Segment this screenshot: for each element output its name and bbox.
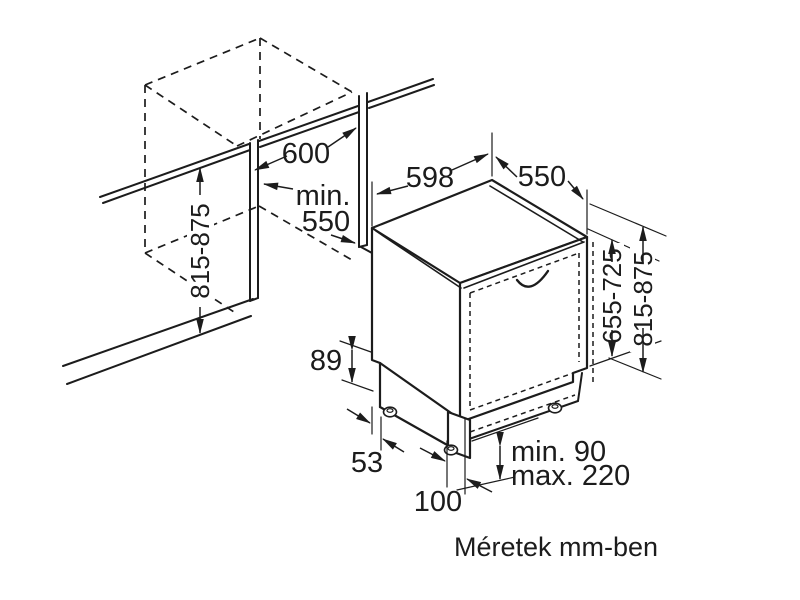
worktop [99, 78, 435, 204]
dim-label-niche-depth-min: min. [296, 180, 351, 212]
dim-label-door-panel-height: 655-725 [597, 248, 627, 343]
dim-label-appliance-depth: 550 [518, 161, 566, 193]
dim-label-niche-height: 815-875 [185, 203, 215, 298]
dim-label-plinth-max: max. 220 [511, 460, 630, 492]
floor-lines [62, 298, 254, 385]
dim-label-appliance-width: 598 [406, 162, 454, 194]
door-panel-dashed-outline [469, 252, 580, 411]
dishwasher-body [370, 178, 594, 460]
dim-label-base-recess: 53 [351, 447, 383, 479]
dim-label-foot-to-front: 100 [414, 486, 462, 518]
dim-label-niche-width: 600 [282, 138, 330, 170]
dim-label-base-step: 89 [310, 345, 342, 377]
text-gap [187, 195, 214, 307]
dimension-arrows [196, 127, 647, 493]
adjustable-feet [382, 402, 563, 456]
dim-label-niche-depth-value: 550 [302, 206, 350, 238]
dim-label-plinth-min: min. 90 [511, 436, 606, 468]
units-caption: Méretek mm-ben [454, 532, 658, 562]
dimension-labels: 600 min. 550 815-875 598 550 655-725 815… [185, 138, 658, 518]
dim-label-appliance-height: 815-875 [628, 251, 658, 346]
door-handle-icon [515, 269, 550, 288]
